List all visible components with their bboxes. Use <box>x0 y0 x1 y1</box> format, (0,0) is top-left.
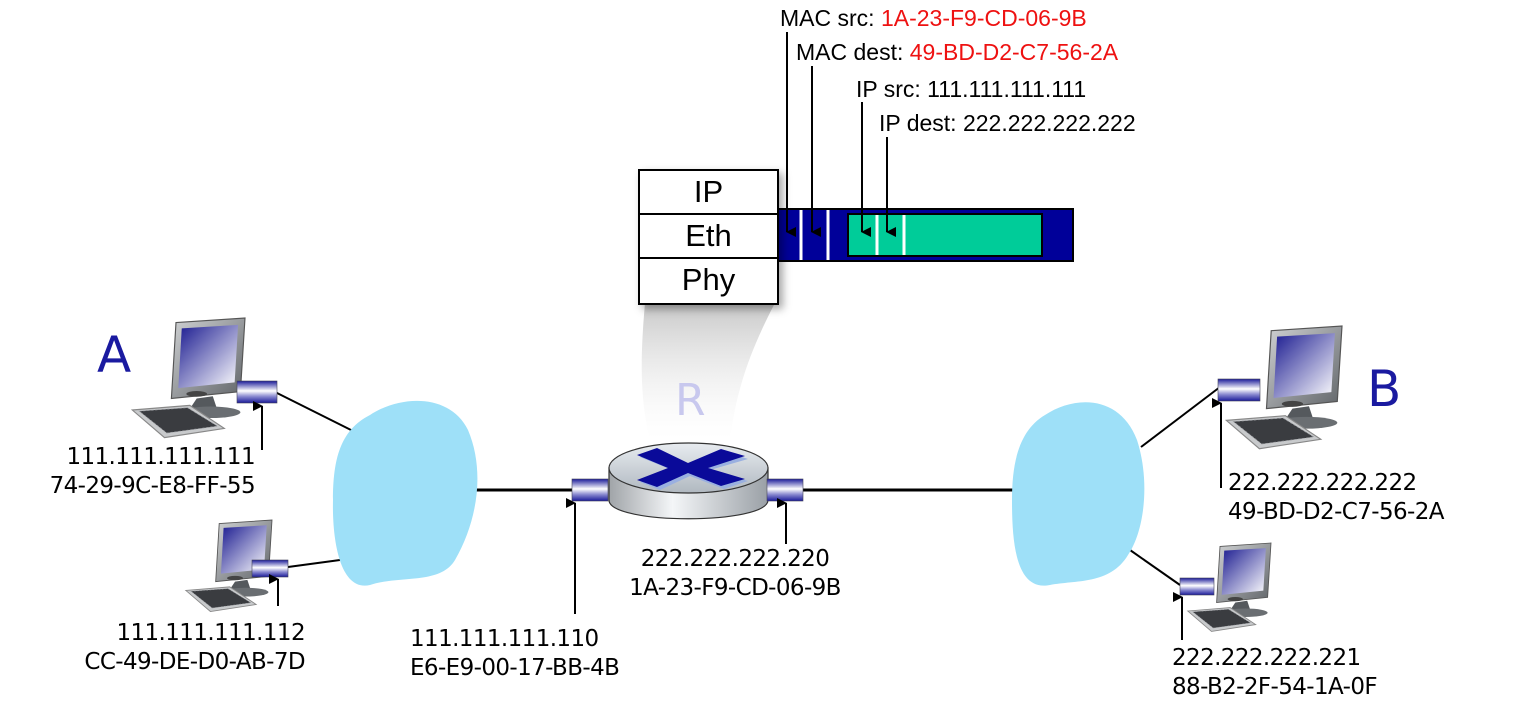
host-b-interface <box>1217 378 1261 402</box>
router-left-ip: 111.111.111.110 <box>410 626 599 652</box>
mac-dest-value: 49-BD-D2-C7-56-2A <box>909 39 1119 65</box>
protocol-stack: IP Eth Phy <box>638 169 779 305</box>
router-interface-left <box>571 478 609 502</box>
host-a-mac: 74-29-9C-E8-FF-55 <box>49 473 256 499</box>
router-right-addresses: 222.222.222.220 1A-23-F9-CD-06-9B <box>605 545 865 603</box>
mac-dest-label: MAC dest: <box>796 39 910 65</box>
stack-layer-phy: Phy <box>681 262 736 297</box>
router-icon <box>608 442 769 520</box>
router-left-addresses: 111.111.111.110 E6-E9-00-17-BB-4B <box>410 625 620 683</box>
router-label: R <box>675 375 706 426</box>
host-a2-addresses: 111.111.111.112 CC-49-DE-D0-AB-7D <box>50 619 305 677</box>
router-right-ip: 222.222.222.220 <box>640 546 830 572</box>
host-a-addresses: 111.111.111.111 74-29-9C-E8-FF-55 <box>20 443 256 501</box>
host-b-mac: 49-BD-D2-C7-56-2A <box>1228 499 1445 525</box>
ip-src-label: IP src: <box>856 76 928 102</box>
mac-src-label: MAC src: <box>780 5 881 31</box>
host-b-addresses: 222.222.222.222 49-BD-D2-C7-56-2A <box>1228 469 1445 527</box>
host-a-computer-icon <box>131 317 246 439</box>
ip-datagram <box>847 213 1043 257</box>
ip-src-header: IP src: 111.111.111.111 <box>856 75 1086 103</box>
host-a-interface <box>236 380 278 404</box>
host-a2-interface <box>251 559 289 578</box>
host-b2-addresses: 222.222.222.221 88-B2-2F-54-1A-0F <box>1172 644 1378 702</box>
link-a2-subnet1 <box>287 559 341 568</box>
link-subnet2-b2 <box>1129 549 1181 586</box>
host-b-ip: 222.222.222.222 <box>1228 470 1417 496</box>
subnet-2-cloud <box>1012 402 1145 586</box>
router-left-mac: E6-E9-00-17-BB-4B <box>410 655 620 681</box>
stack-layer-eth: Eth <box>640 215 777 259</box>
mac-src-header: MAC src: 1A-23-F9-CD-06-9B <box>780 4 1087 32</box>
host-b2-ip: 222.222.222.221 <box>1172 645 1361 671</box>
host-a-ip: 111.111.111.111 <box>66 444 255 470</box>
host-a2-ip: 111.111.111.112 <box>116 620 305 646</box>
host-b2-mac: 88-B2-2F-54-1A-0F <box>1172 674 1378 700</box>
mac-dest-header: MAC dest: 49-BD-D2-C7-56-2A <box>796 38 1118 66</box>
router-right-mac: 1A-23-F9-CD-06-9B <box>629 575 841 601</box>
ip-dest-header: IP dest: 222.222.222.222 <box>879 109 1136 137</box>
ip-dest-label: IP dest: <box>879 110 963 136</box>
host-b-label: B <box>1367 360 1402 418</box>
mac-src-value: 1A-23-F9-CD-06-9B <box>880 5 1087 31</box>
link-a-subnet1 <box>274 391 356 433</box>
host-b2-interface <box>1179 577 1215 596</box>
host-a2-mac: CC-49-DE-D0-AB-7D <box>84 649 305 675</box>
link-subnet2-b <box>1140 386 1221 448</box>
stack-beam <box>641 303 775 440</box>
ip-src-value: 111.111.111.111 <box>927 76 1087 102</box>
router-interface-right <box>766 478 804 502</box>
host-a-label: A <box>97 326 132 384</box>
stack-layer-ip: IP <box>640 171 777 215</box>
ip-dest-value: 222.222.222.222 <box>962 110 1136 136</box>
subnet-1-cloud <box>332 400 478 586</box>
